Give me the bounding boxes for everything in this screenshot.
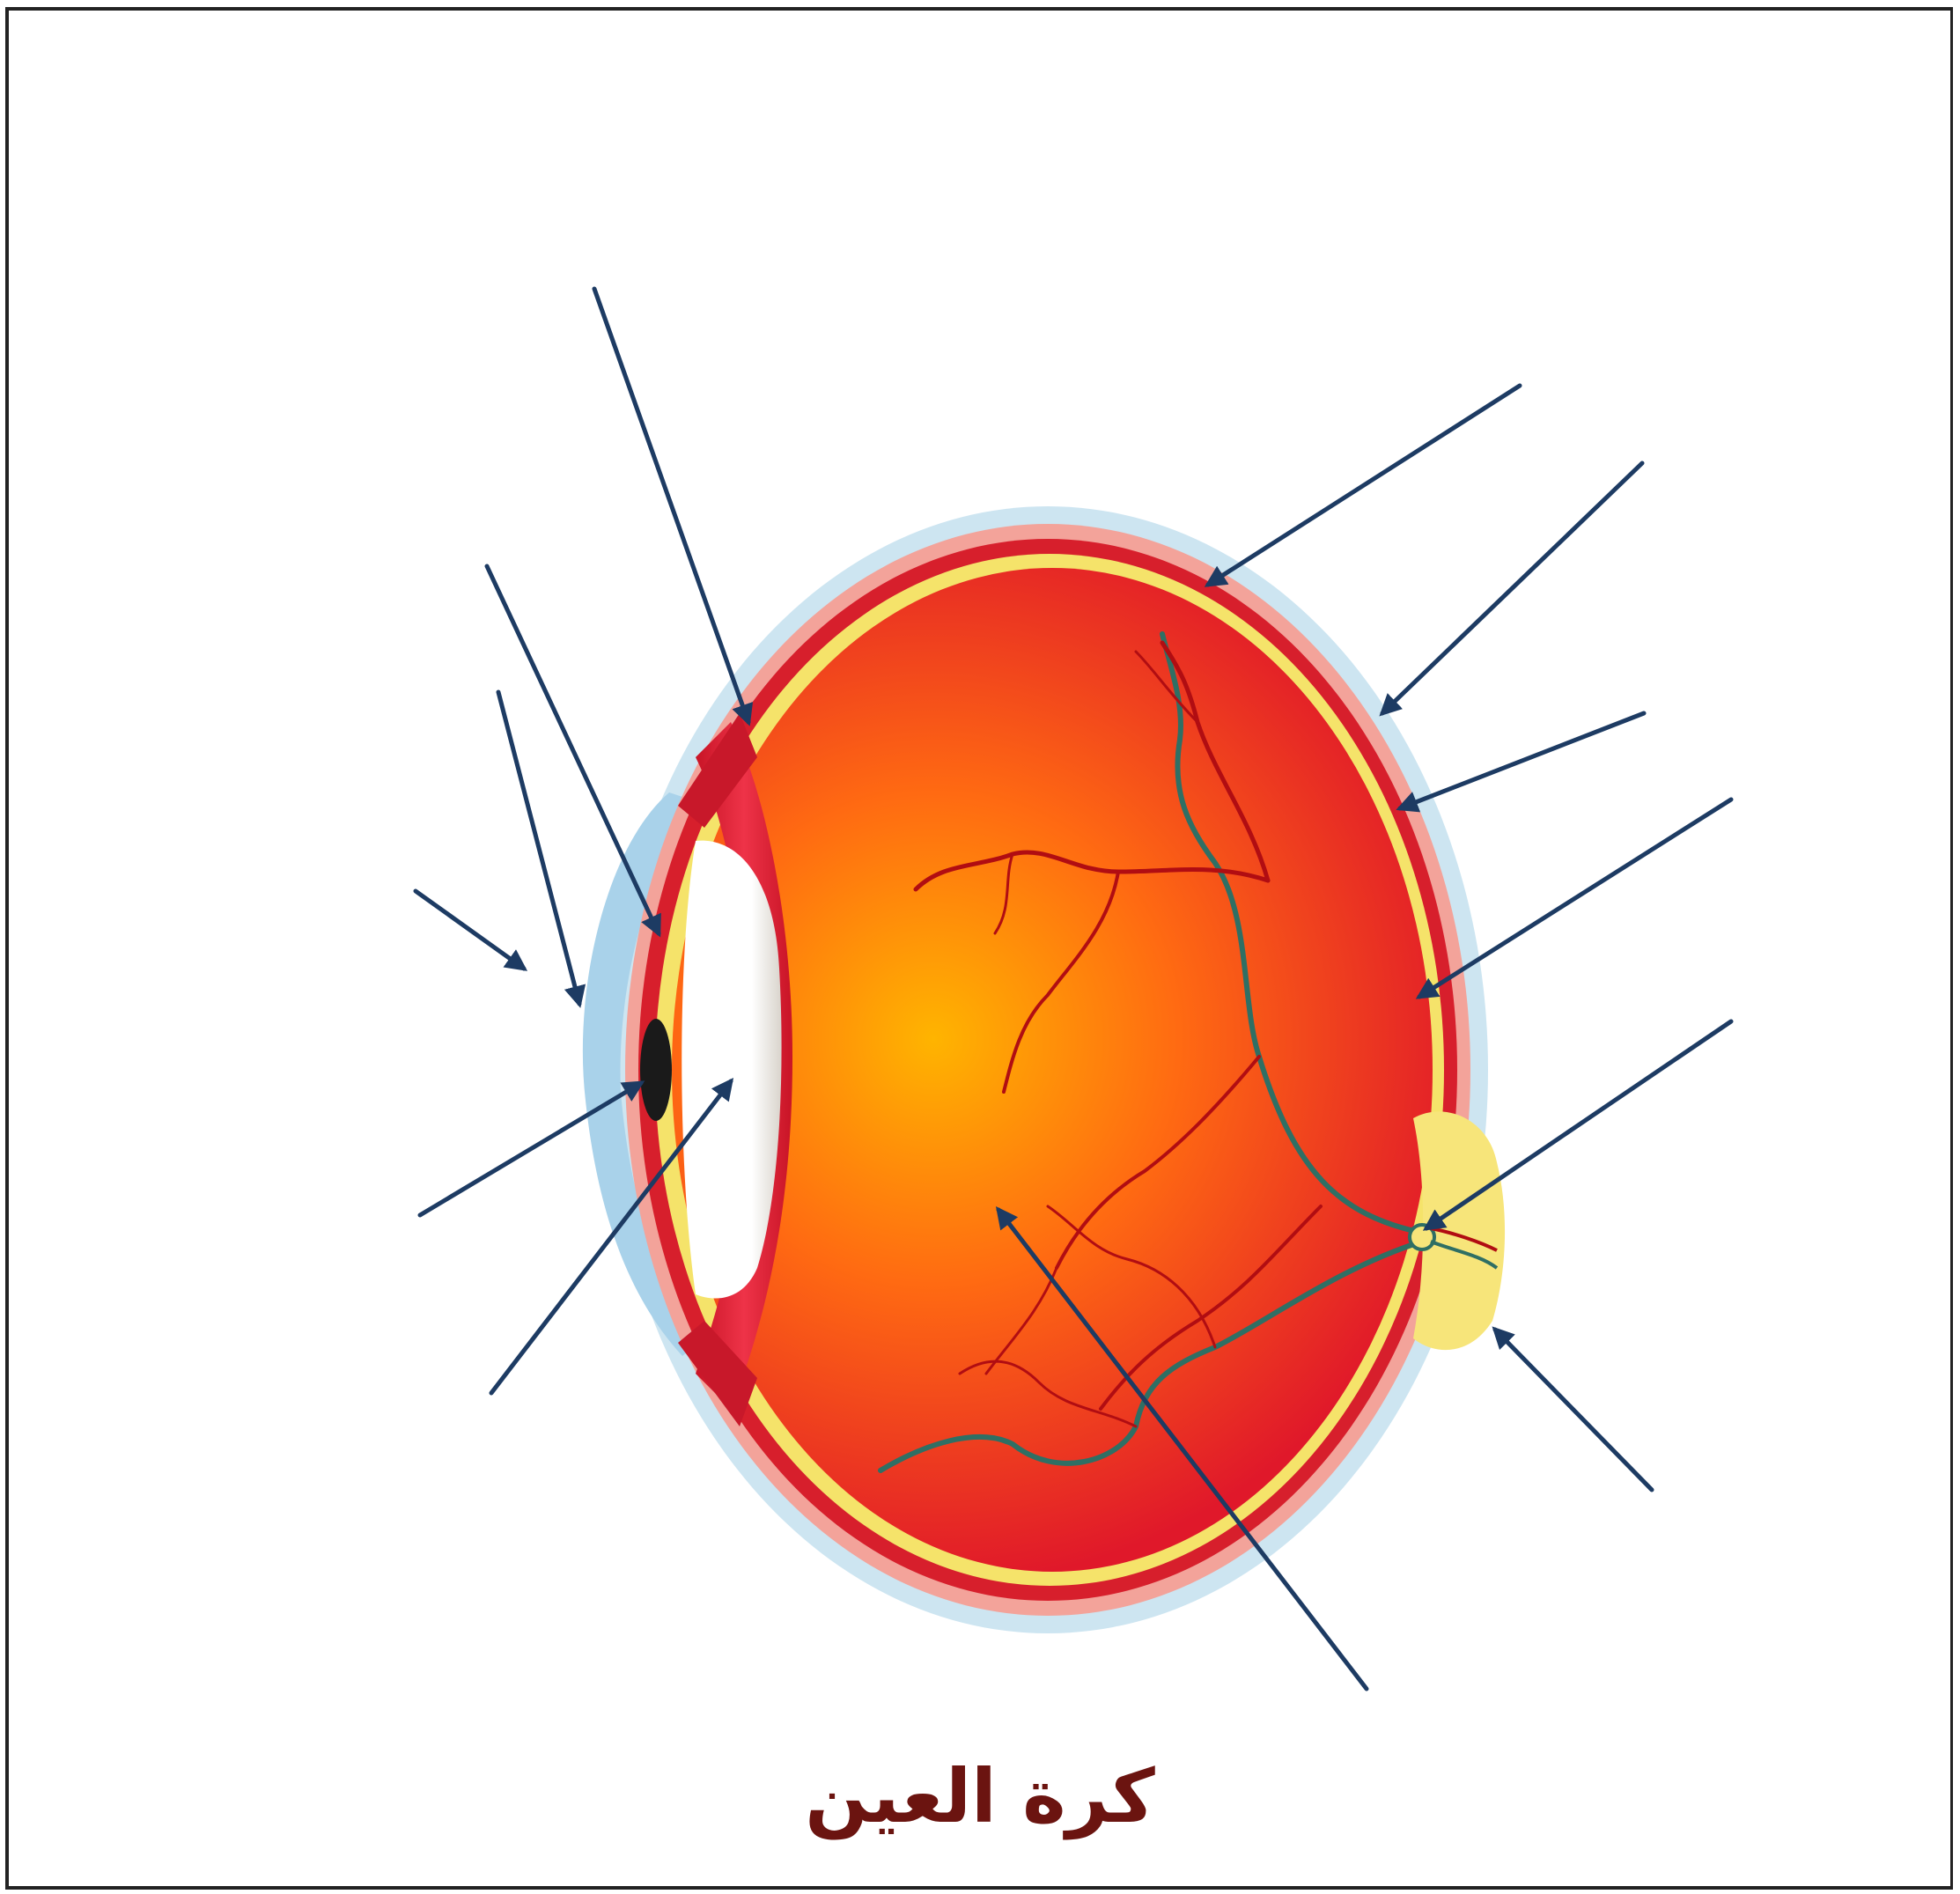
optic-nerve [1410, 1111, 1505, 1350]
pointer-upper-left-lens-edge [594, 289, 748, 722]
diagram-caption: كرة العين [0, 1752, 1960, 1840]
pointer-upper-right-retina [1208, 386, 1520, 585]
pointer-right-optic-nerve [1495, 1330, 1652, 1490]
pointer-left-cornea-outer [416, 891, 524, 969]
pupil [640, 1019, 672, 1121]
optic-disc [1410, 1225, 1434, 1249]
lens [682, 841, 781, 1299]
pointer-right-sclera-outer [1382, 463, 1642, 713]
pointer-right-choroid [1400, 713, 1644, 808]
